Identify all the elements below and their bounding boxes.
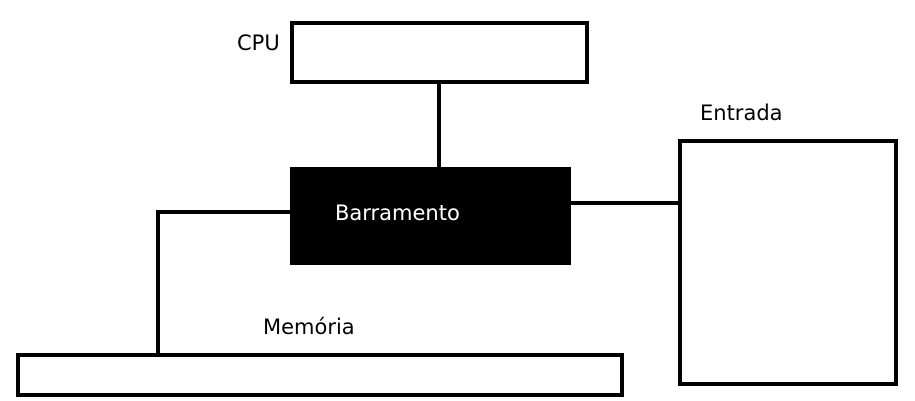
- input-label: Entrada: [700, 101, 783, 125]
- bus-label: Barramento: [335, 201, 460, 225]
- cpu-label: CPU: [237, 31, 280, 55]
- memory-box: [16, 353, 624, 397]
- cpu-box: [290, 21, 589, 84]
- bus-box: [290, 167, 571, 265]
- bus-memory-connector: [156, 210, 291, 355]
- memory-label: Memória: [263, 315, 355, 339]
- input-box: [678, 139, 898, 386]
